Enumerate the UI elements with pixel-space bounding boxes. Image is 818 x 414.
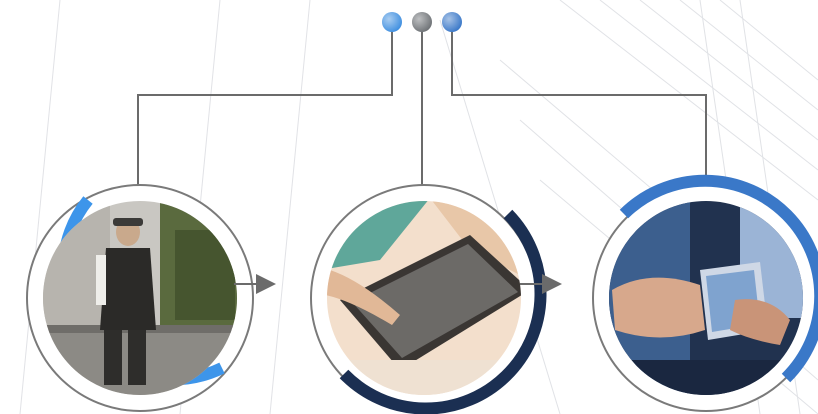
connector-left	[137, 28, 393, 185]
node-3	[592, 174, 818, 412]
node-3-accent-arc	[619, 174, 818, 383]
connector-right	[451, 28, 707, 185]
node-2	[310, 184, 547, 414]
node-2-accent-arc	[339, 209, 547, 414]
connector-lines	[137, 28, 707, 185]
hand-using-tablet-photo	[327, 201, 521, 395]
top-dots	[382, 12, 462, 32]
node-1	[26, 184, 254, 412]
